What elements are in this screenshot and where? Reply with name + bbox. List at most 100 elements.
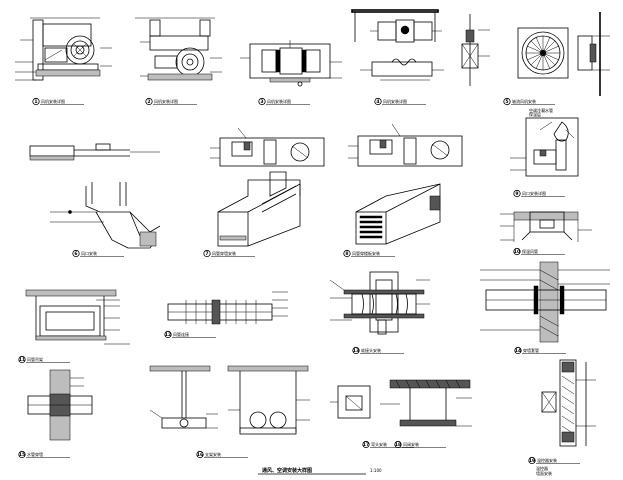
- detail-number-circle: [513, 247, 521, 256]
- sheet-scale: 1:100: [370, 468, 382, 473]
- detail-number-circle: [18, 355, 26, 364]
- detail-caption-text: 风阀安装: [403, 441, 419, 447]
- detail-11-duct-hanger: [25, 289, 130, 345]
- detail-3-fan-assembly: [240, 40, 342, 87]
- detail-number-circle: [196, 450, 204, 459]
- sheet-title: 通风、空调安装大样图: [262, 467, 312, 474]
- detail-number-circle: [374, 97, 382, 106]
- detail-caption: 7 风管穿墙安装: [203, 249, 255, 258]
- detail-number: 2: [147, 99, 150, 105]
- detail-number-circle: [514, 346, 522, 355]
- detail-number-circle: [362, 440, 370, 449]
- detail-number-circle: [72, 249, 80, 258]
- detail-10-insulated-duct: [500, 211, 592, 242]
- detail-number-circle: [203, 249, 211, 258]
- detail-caption-text: 水管穿墙: [27, 451, 43, 457]
- detail-number: 3: [260, 99, 263, 105]
- detail-caption-text: 风机安装详图: [154, 98, 178, 104]
- detail-6-air-outlet: [29, 143, 161, 249]
- detail-18-damper: [380, 379, 472, 427]
- detail-number-circle: [352, 346, 360, 355]
- detail-caption-text: 风管穿墙安装: [212, 250, 236, 256]
- detail-captions: 1 风机安装详图 2 风机安装详图 3 风机安装详图 4 风机安装详图 5 轴流风机安装 6 风口安装…: [18, 97, 580, 465]
- detail-19-thermostat: 温控器 墙面安装: [536, 359, 596, 476]
- detail-7-duct-through-wall: [210, 127, 325, 247]
- detail-caption: 1 风机安装详图: [32, 97, 84, 106]
- detail-8-duct-through-floor: [348, 123, 463, 245]
- detail-number-circle: [513, 189, 521, 198]
- fig19-note-line1: 温控器: [536, 465, 548, 471]
- detail-caption: 5 轴流风机安装: [503, 97, 555, 106]
- detail-caption-text: 软接头安装: [361, 347, 381, 353]
- detail-number-circle: [503, 97, 511, 106]
- detail-caption-text: 温控器安装: [537, 457, 557, 463]
- detail-16-support: [149, 365, 310, 435]
- detail-number: 14: [515, 348, 521, 354]
- detail-caption-text: 风管穿楼板安装: [352, 250, 380, 256]
- detail-5-axial-fan: [517, 12, 610, 96]
- detail-number: 8: [345, 251, 348, 257]
- detail-number: 17: [363, 442, 369, 448]
- detail-14-wall-sleeve: [480, 261, 610, 343]
- detail-number: 15: [19, 452, 25, 458]
- detail-caption-text: 风机安装详图: [383, 98, 407, 104]
- detail-number: 5: [505, 99, 508, 105]
- detail-13-flexible-connector: [329, 271, 430, 335]
- detail-caption: 8 风管穿楼板安装: [343, 249, 395, 258]
- detail-number: 13: [353, 348, 359, 354]
- detail-number-circle: [145, 97, 153, 106]
- detail-number: 10: [514, 249, 520, 255]
- detail-15-pipe-through-wall: [27, 369, 93, 441]
- detail-number: 9: [515, 191, 518, 197]
- detail-caption: 6 风口安装: [72, 249, 124, 258]
- detail-1-fan-assembly: [15, 17, 112, 81]
- detail-2-fan-assembly: [135, 17, 222, 81]
- fig9-note-line2: 保温层: [529, 111, 541, 117]
- detail-12-duct-connection: [167, 291, 288, 325]
- detail-number-circle: [32, 97, 40, 106]
- detail-caption-text: 弯头安装: [371, 441, 387, 447]
- detail-number: 4: [376, 99, 379, 105]
- detail-caption: 4 风机安装详图: [374, 97, 426, 106]
- detail-number-circle: [18, 450, 26, 459]
- detail-caption-text: 风机安装详图: [41, 98, 65, 104]
- detail-caption: 2 风机安装详图: [145, 97, 197, 106]
- detail-number: 7: [205, 251, 208, 257]
- detail-number-circle: [394, 440, 402, 449]
- detail-caption-text: 穿墙套管: [523, 347, 539, 353]
- detail-caption-text: 风机安装详图: [267, 98, 291, 104]
- detail-number: 1: [34, 99, 37, 105]
- detail-number-circle: [528, 456, 536, 465]
- detail-caption-text: 风口安装详图: [522, 190, 546, 196]
- detail-caption: 9 风口安装详图: [513, 189, 565, 198]
- detail-number-circle: [343, 249, 351, 258]
- detail-number: 19: [529, 458, 535, 464]
- detail-number: 12: [165, 332, 171, 338]
- detail-caption-text: 风管连接: [173, 331, 189, 337]
- detail-caption-text: 风口安装: [81, 250, 97, 256]
- detail-number: 6: [74, 251, 77, 257]
- detail-number: 16: [197, 452, 203, 458]
- detail-4-fan-assembly: [351, 9, 490, 86]
- detail-number-circle: [258, 97, 266, 106]
- detail-caption: 3 风机安装详图: [258, 97, 310, 106]
- detail-number-circle: [164, 330, 172, 339]
- fig9-note-line1: 空调冷凝水管: [529, 107, 553, 113]
- detail-17-elbow: [330, 385, 371, 419]
- detail-number: 18: [395, 442, 401, 448]
- detail-9-outlet-detail: 空调冷凝水管 保温层: [510, 107, 579, 177]
- fig19-note-line2: 墙面安装: [536, 470, 552, 476]
- detail-caption-text: 轴流风机安装: [512, 98, 536, 104]
- detail-caption-text: 风管吊架: [27, 356, 43, 362]
- detail-caption-text: 保温风管: [522, 248, 538, 254]
